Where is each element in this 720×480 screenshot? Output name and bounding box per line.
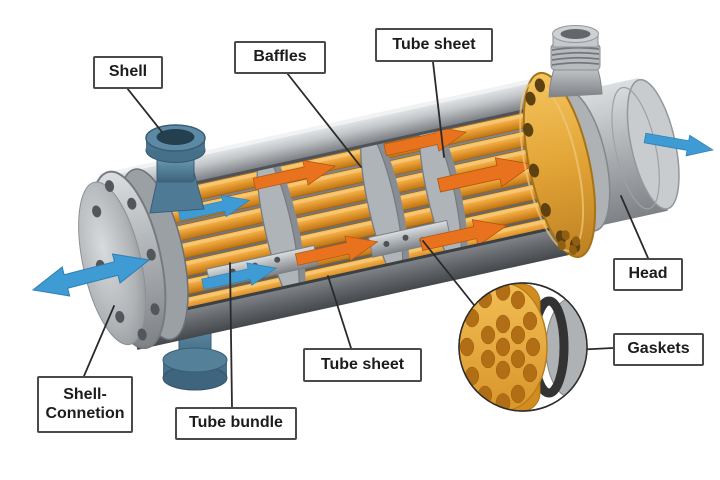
label-tube-sheet-bottom-text: Tube sheet xyxy=(320,355,405,373)
leader-tube-bundle xyxy=(229,262,233,408)
label-baffles-text: Baffles xyxy=(253,48,307,66)
shell-nozzle-top xyxy=(145,124,206,214)
label-tube-sheet-top: Tube sheet xyxy=(375,28,493,62)
label-gaskets-text: Gaskets xyxy=(627,340,690,358)
shell-wall xyxy=(98,76,583,350)
label-tube-bundle: Tube bundle xyxy=(175,407,297,440)
label-head: Head xyxy=(613,258,683,291)
exchanger-body xyxy=(78,71,680,350)
leader-baffles xyxy=(286,72,362,168)
leader-inset-connector xyxy=(422,240,475,306)
gasket-detail-inset xyxy=(458,282,588,412)
label-shell-connection-text: Shell- Connetion xyxy=(45,386,125,422)
label-tube-bundle-text: Tube bundle xyxy=(189,414,283,432)
leader-shell-connection xyxy=(83,305,115,377)
leader-tube-sheet-bottom xyxy=(327,275,352,349)
nozzle-threads xyxy=(551,46,600,66)
label-tube-sheet-top-text: Tube sheet xyxy=(392,35,476,53)
tube-sheet-bolts xyxy=(523,78,581,253)
leader-tube-sheet-top xyxy=(432,61,445,158)
label-baffles: Baffles xyxy=(234,41,326,74)
end-cap-bolts xyxy=(92,180,160,341)
tube-sheet-flange xyxy=(519,71,597,258)
tube-sheet-holes xyxy=(557,230,581,255)
head-nozzle xyxy=(548,25,603,98)
label-gaskets: Gaskets xyxy=(613,333,704,366)
leader-shell xyxy=(126,87,163,133)
label-tube-sheet-bottom: Tube sheet xyxy=(303,348,422,382)
leader-head xyxy=(620,195,649,259)
label-head-text: Head xyxy=(628,265,668,283)
label-shell: Shell xyxy=(93,56,163,89)
label-shell-text: Shell xyxy=(108,63,148,81)
leader-lines xyxy=(83,61,649,408)
label-shell-connection: Shell- Connetion xyxy=(37,376,133,433)
